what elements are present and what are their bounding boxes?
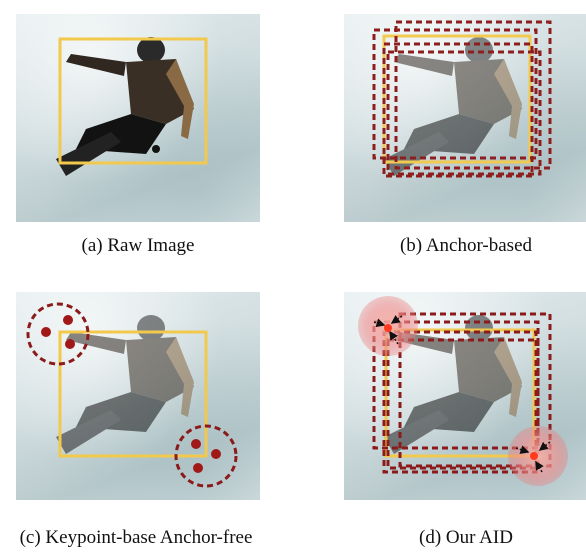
aid-svg xyxy=(358,296,568,486)
keypoint-dot xyxy=(41,327,51,337)
ground-truth-box xyxy=(58,37,208,165)
snowboarder-figure xyxy=(56,37,194,176)
panel-our-aid xyxy=(344,292,586,500)
caption-d: (d) Our AID xyxy=(419,527,513,548)
caption-c: (c) Keypoint-base Anchor-free xyxy=(19,527,253,548)
keypoint-region-bottom-right xyxy=(174,424,238,488)
arrow-icon xyxy=(389,330,399,345)
snowboarder-figure xyxy=(56,315,194,454)
arrow-icon xyxy=(373,318,386,328)
aid-center-point xyxy=(384,324,392,332)
keypoint-dot xyxy=(191,439,201,449)
anchor-box-4 xyxy=(382,42,534,178)
caption-b: (b) Anchor-based xyxy=(399,235,533,256)
ground-truth-box xyxy=(58,330,208,458)
caption-a: (a) Raw Image xyxy=(81,235,195,256)
snowboarder-figure xyxy=(384,37,522,176)
keypoint-dot xyxy=(193,463,203,473)
anchor-box-3 xyxy=(386,50,542,176)
keypoint-dot xyxy=(65,339,75,349)
anchor-box-4 xyxy=(382,330,538,474)
keypoint-svg xyxy=(26,302,238,488)
anchor-based-svg xyxy=(372,20,552,178)
anchor-box-1 xyxy=(372,28,538,160)
panel-anchor-based xyxy=(344,14,586,222)
raw-image-svg xyxy=(56,37,208,176)
keypoint-dot xyxy=(63,315,73,325)
ground-truth-box xyxy=(384,328,536,458)
anchor-box-3 xyxy=(386,338,540,470)
aid-center-point xyxy=(530,452,538,460)
keypoint-dot xyxy=(211,449,221,459)
panel-raw-image xyxy=(16,14,260,222)
keypoint-region-top-left xyxy=(26,302,90,366)
arrow-icon xyxy=(535,460,544,473)
panel-keypoint-anchor-free xyxy=(16,292,260,500)
anchor-box-2 xyxy=(398,312,552,468)
anchor-box-1 xyxy=(372,320,540,450)
